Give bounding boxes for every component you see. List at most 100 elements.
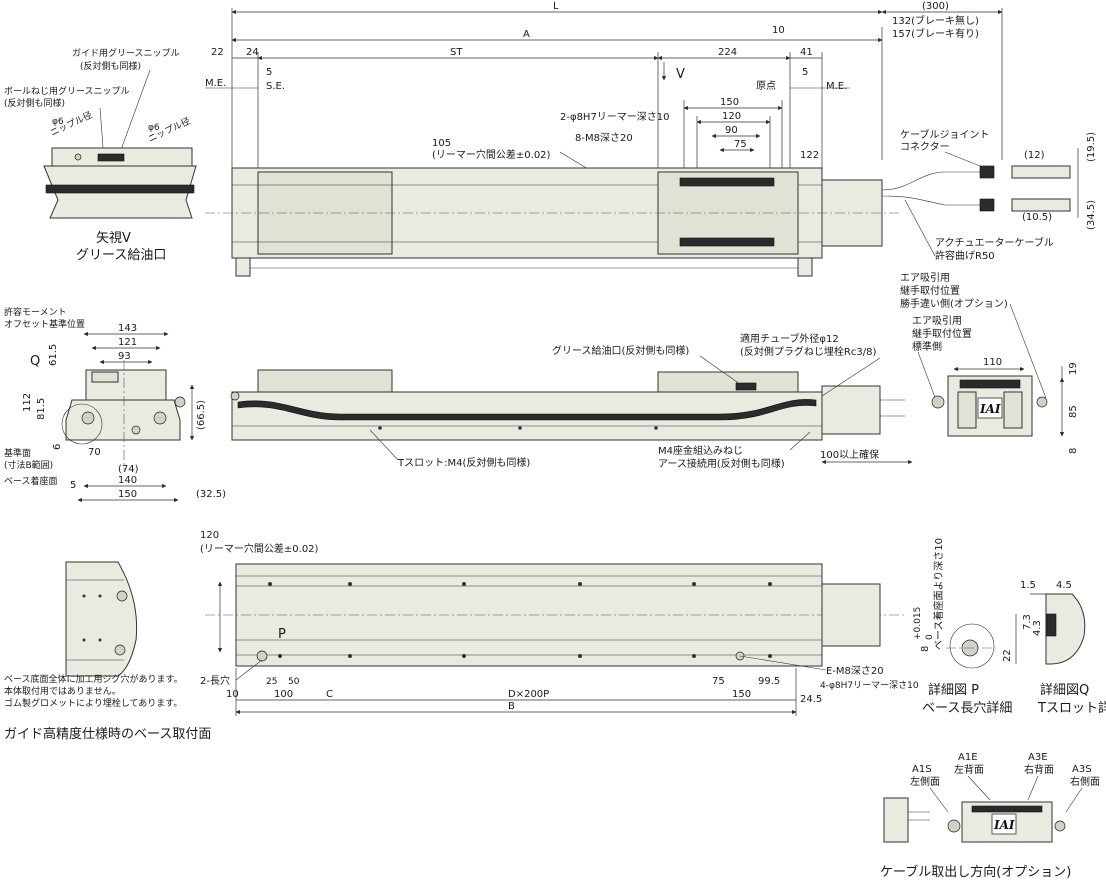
dim-150-end: 150 (118, 489, 137, 500)
dim-19-5: (19.5) (1086, 132, 1097, 162)
base-dim-B: B (508, 701, 515, 712)
detail-p: ベース着座面より深さ10 8 +0.015 0 詳細図 P ベース長穴詳細 (913, 538, 1012, 716)
base-holes (268, 582, 772, 658)
end-view-body (65, 399, 181, 441)
dim-34-5: (34.5) (1086, 200, 1097, 230)
dim-81-5: 81.5 (36, 398, 47, 420)
opt-a1s-sub: 左側面 (910, 775, 940, 788)
guide-base-sketch (65, 561, 138, 677)
cable-opt-logo: IAI (993, 818, 1015, 832)
me-right-label: M.E. (826, 81, 847, 92)
dim-120: 120 (722, 111, 741, 122)
cable-opt-side-sketch (883, 797, 909, 843)
tube-label-2: (反対側プラグねじ埋栓Rc3/8) (740, 345, 876, 358)
base-dim-25: 25 (266, 677, 277, 687)
dim-L: L (553, 1, 559, 12)
dim-5-end: 5 (70, 480, 76, 491)
dim-41: 41 (800, 47, 813, 58)
dim-12: (12) (1024, 150, 1045, 161)
dim-10-5: (10.5) (1022, 212, 1052, 223)
detail-q-4-5: 4.5 (1056, 580, 1072, 591)
ref-face-1: 基準面 (4, 447, 31, 459)
opt-a3s-sub: 右側面 (1070, 775, 1100, 788)
base-motor (821, 583, 881, 647)
detail-q-caption-1: 詳細図Q (1040, 682, 1089, 698)
iai-logo: IAI (979, 402, 1001, 416)
air-std-3: 標準側 (912, 340, 942, 353)
opt-a3s: A3S (1072, 764, 1092, 775)
detail-q-7-3: 7.3 (1022, 614, 1033, 630)
opt-a3e-sub: 右背面 (1024, 763, 1054, 776)
ball-nipple-2: (反対側も同様) (4, 97, 65, 109)
side-slider (657, 371, 799, 393)
ball-nipple-1: ボールねじ用グリースニップル (4, 85, 130, 97)
tapped-holes-label: 8-M8深さ20 (575, 132, 633, 144)
guide-note: ベース底面全体に加工用ジグ穴があります。 本体取付用ではありません。 ゴム製グロ… (4, 561, 211, 742)
detail-p-circle (949, 623, 995, 669)
base-reamer-tol: (リーマー穴間公差±0.02) (200, 542, 319, 555)
air-view: エア吸引用 継手取付位置 勝手違い側(オプション) エア吸引用 継手取付位置 標… (900, 272, 1079, 454)
dim-224: 224 (718, 47, 737, 58)
base-dim-50: 50 (288, 677, 300, 687)
opt-a1e: A1E (958, 752, 978, 763)
detail-q-4-3: 4.3 (1032, 620, 1043, 636)
dim-22: 22 (211, 47, 224, 58)
dim-24: 24 (246, 47, 259, 58)
origin-label: 原点 (756, 80, 776, 92)
base-dim-99-5: 99.5 (758, 676, 780, 687)
dim-140: 140 (118, 475, 137, 486)
air-opt-3: 勝手違い側(オプション) (900, 297, 1008, 310)
detail-q-profile (1045, 593, 1086, 665)
cable-opt-caption: ケーブル取出し方向(オプション) (880, 864, 1071, 880)
reamer-holes-label: 2-φ8H7リーマー深さ10 (560, 111, 670, 123)
guide-note-1: ベース底面全体に加工用ジグ穴があります。 (4, 673, 183, 685)
base-view: 120 (リーマー穴間公差±0.02) P 2-長穴 E-M8深さ20 4-φ8… (200, 530, 919, 716)
dim-143: 143 (118, 323, 137, 334)
dim-ST: ST (450, 47, 463, 58)
base-dim-120: 120 (200, 530, 219, 541)
moment-ref-2: オフセット基準位置 (4, 318, 85, 330)
detail-q-1-5: 1.5 (1020, 580, 1036, 591)
dim-70: 70 (88, 447, 101, 458)
detail-q-22: 22 (1002, 649, 1013, 662)
dim-6: 6 (52, 444, 63, 450)
dim-5-left: 5 (266, 67, 272, 78)
dim-121: 121 (118, 337, 137, 348)
moment-ref-1: 許容モーメント (4, 306, 67, 318)
reamer-tol-label: (リーマー穴間公差±0.02) (432, 148, 551, 161)
detail-p-tol-zero: 0 (925, 634, 935, 640)
phi6-a: φ6 (52, 117, 64, 127)
dim-32-5: (32.5) (196, 489, 226, 500)
view-v: ガイド用グリースニップル (反対側も同様) ボールねじ用グリースニップル (反対… (4, 47, 197, 263)
opt-a1s: A1S (912, 764, 932, 775)
detail-p-tol-plus: +0.015 (913, 607, 923, 640)
dim-74: (74) (118, 464, 139, 475)
dim-61-5: 61.5 (48, 344, 59, 366)
base-dim-24-5: 24.5 (800, 694, 822, 705)
ref-face-2: (寸法B範囲) (4, 459, 53, 471)
base-dim-100: 100 (274, 689, 293, 700)
dim-75: 75 (734, 139, 747, 150)
top-view: L (300) 132(ブレーキ無し) 157(ブレーキ有り) A 22 24 … (205, 1, 1097, 277)
guide-note-3: ゴム製グロメットにより埋栓してあります。 (4, 697, 182, 709)
dim-66-5: (66.5) (196, 400, 207, 430)
dim-110: 110 (983, 357, 1002, 368)
base-slot-label: 2-長穴 (200, 674, 230, 687)
detail-p-depth: ベース着座面より深さ10 (932, 538, 945, 650)
brake-with-note: 157(ブレーキ有り) (892, 27, 979, 40)
view-v-caption-1: 矢視V (96, 231, 131, 246)
base-dim-75: 75 (712, 676, 725, 687)
detail-q-caption-2: Tスロット詳細 (1037, 700, 1106, 716)
detail-p-dim-8: 8 (920, 646, 931, 652)
cable-joint-label-2: コネクター (900, 141, 950, 153)
q-marker: Q (30, 354, 40, 369)
base-dim-DxP: D×200P (508, 689, 549, 700)
e-tapped-label: E-M8深さ20 (826, 665, 884, 677)
ground-label-2: アース接続用(反対側も同様) (658, 457, 785, 470)
guide-nipple-2: (反対側も同様) (80, 60, 141, 72)
dim-300: (300) (922, 1, 949, 12)
detail-q: 1.5 4.5 7.3 4.3 22 詳細図Q Tスロット詳細 (1002, 580, 1106, 716)
dim-85: 85 (1068, 405, 1079, 418)
cable-option: A1E 左背面 A3E 右背面 A1S 左側面 A3S 右側面 IAI ケーブル… (880, 752, 1100, 880)
